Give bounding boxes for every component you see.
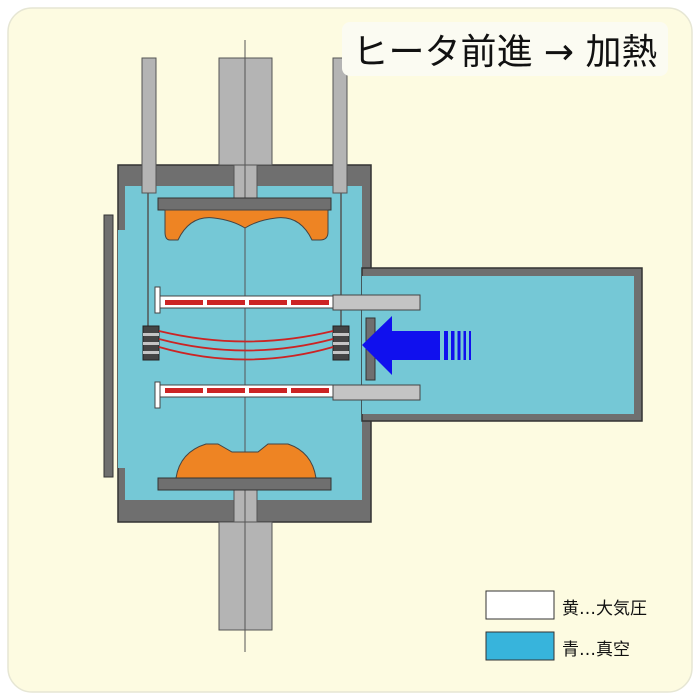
rod-left [141,57,157,194]
lower-heater-arm [332,384,421,401]
legend-label-atmosphere: 黄…大気圧 [562,599,647,619]
upper-heater-bracket [154,286,161,314]
lower-heater-element-2 [207,388,245,393]
upper-mold-plate [157,197,332,211]
sheet-line-2 [158,338,334,352]
clamp-right [332,325,350,361]
legend-label-vacuum: 青…真空 [562,640,630,660]
lower-heater-element-3 [249,388,287,393]
left-flange [103,214,114,478]
lower-mold-plate [157,477,332,491]
rod-right [332,57,348,194]
clamp-left [142,325,160,361]
arrow-left-icon [362,316,471,375]
upper-heater-element-4 [291,300,329,305]
upper-mold [164,209,329,241]
upper-heater-element-2 [207,300,245,305]
upper-heater-element-1 [165,300,203,305]
lower-heater-element-1 [165,388,203,393]
left-wall-gap [118,230,125,468]
upper-heater-arm [332,294,421,311]
legend-swatch-atmosphere [485,590,555,620]
upper-heater-element-3 [249,300,287,305]
lower-heater-bracket [154,381,161,409]
lower-heater-element-4 [291,388,329,393]
sheet-line-3 [158,346,334,361]
title-box [342,22,668,76]
sheet-line-1 [158,330,334,343]
lower-mold [175,443,317,479]
legend-swatch-vacuum [485,631,555,661]
page-title: ヒータ前進 → 加熱 [352,32,658,73]
